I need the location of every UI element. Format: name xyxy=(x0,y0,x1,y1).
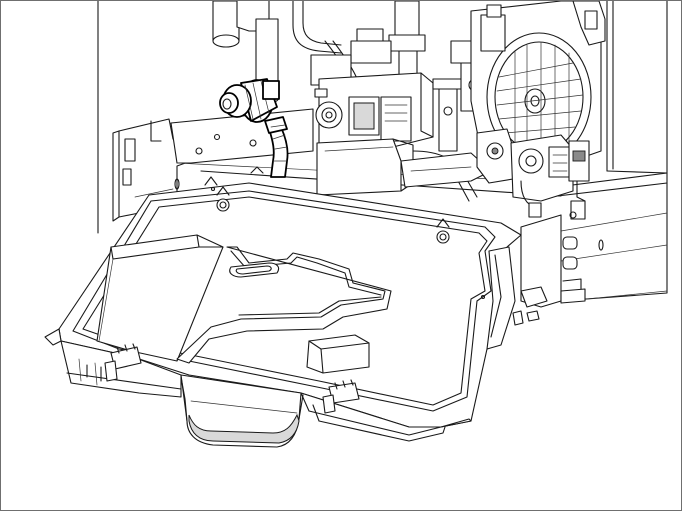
misc-details xyxy=(204,176,577,326)
highlighted-electrode xyxy=(219,78,289,178)
fan-assembly xyxy=(470,1,606,166)
front-tray xyxy=(44,182,522,448)
ignition-components xyxy=(476,128,590,220)
gas-valve-block xyxy=(314,72,434,196)
right-side-bracket xyxy=(520,214,668,308)
hinge-clip-right xyxy=(322,379,360,414)
hinge-clip-left xyxy=(104,343,142,382)
